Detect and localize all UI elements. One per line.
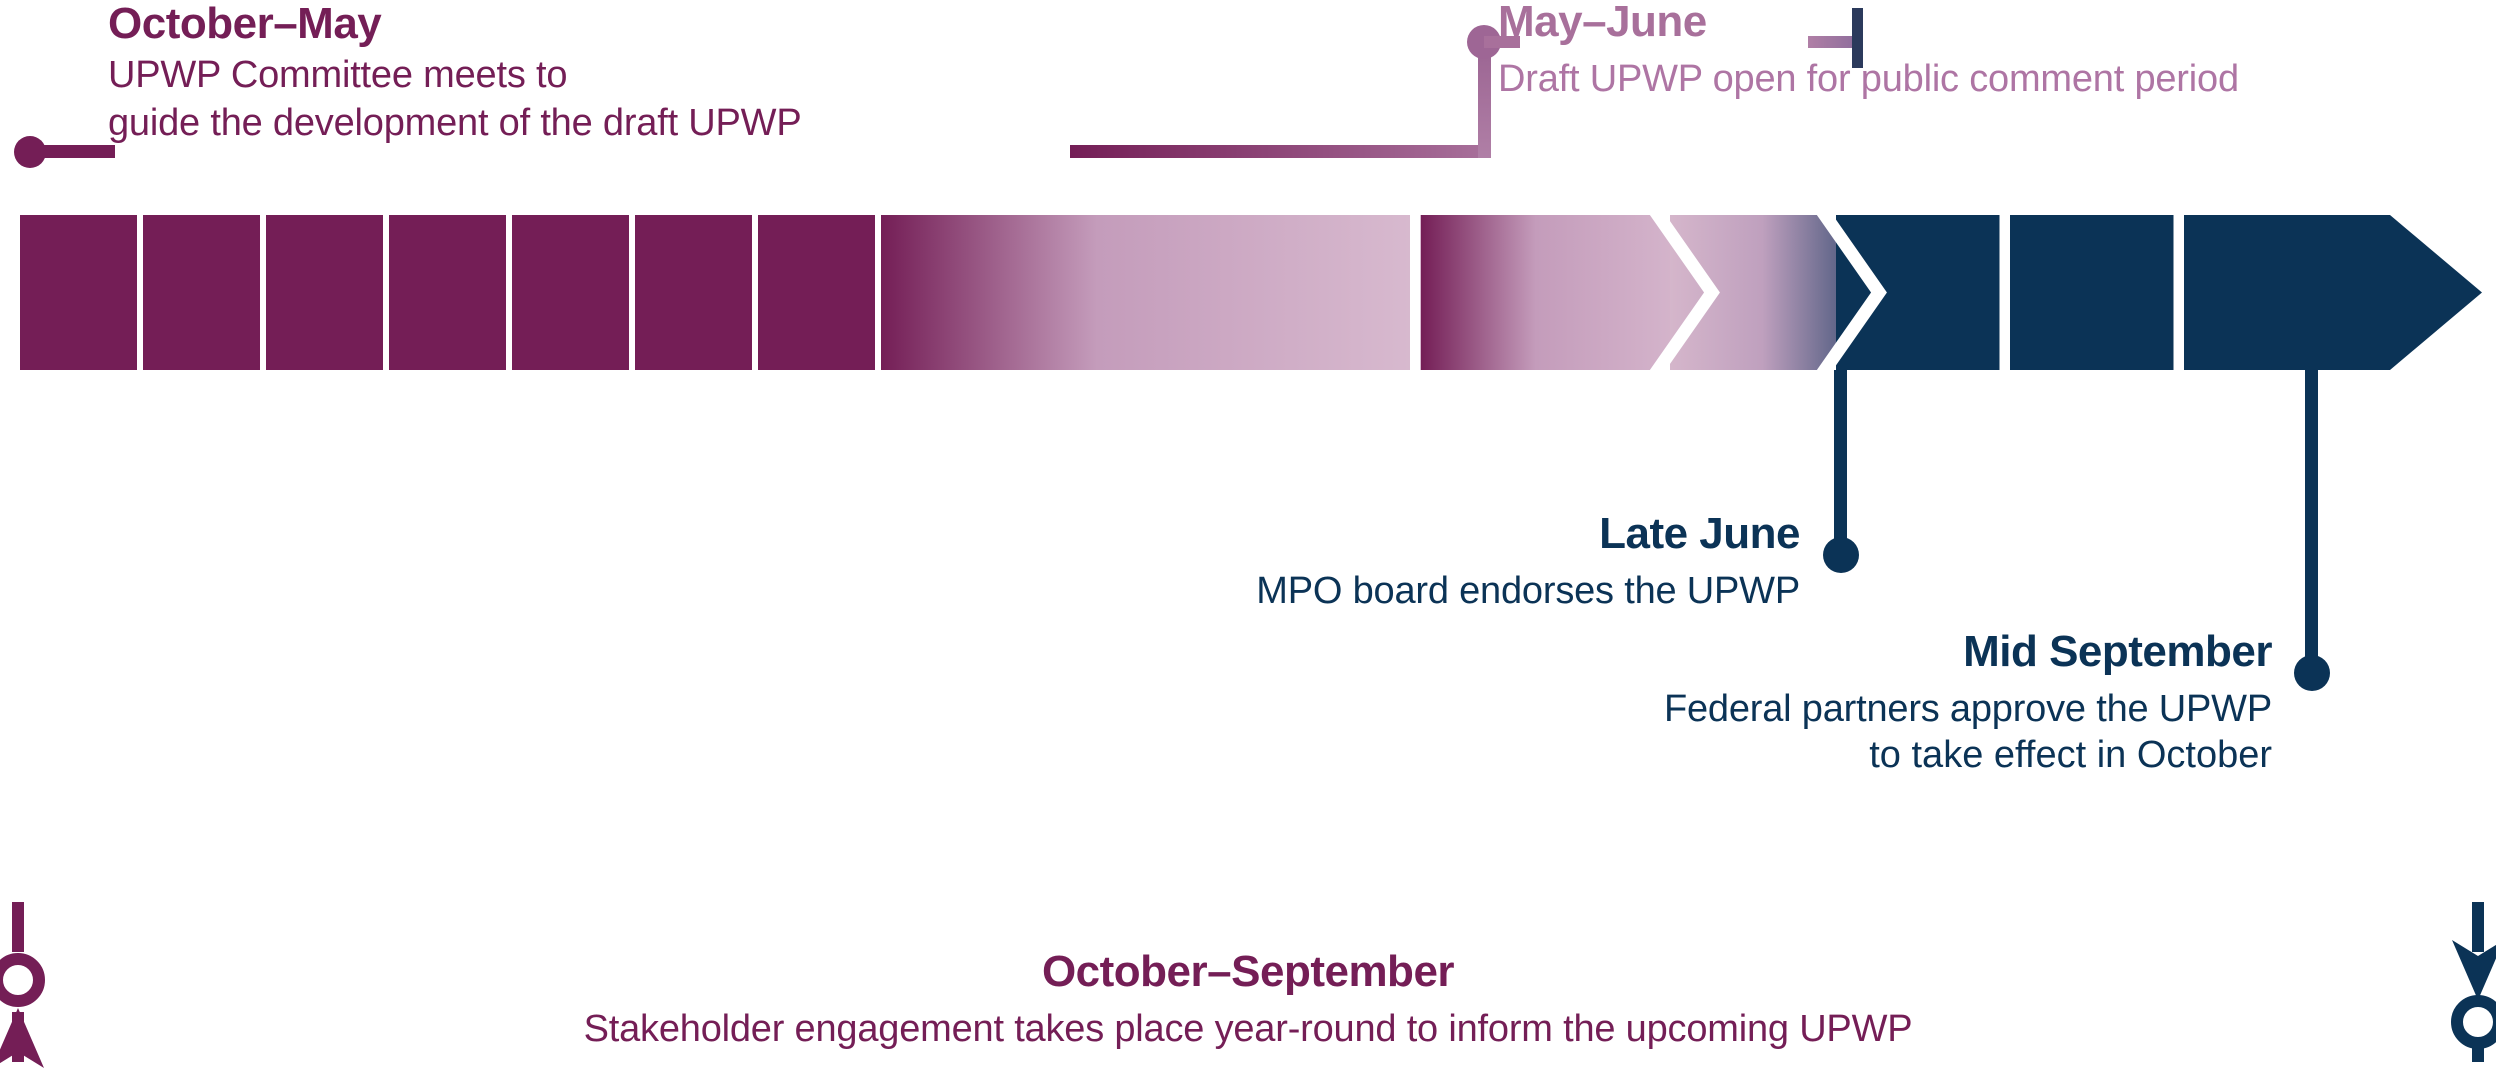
bar-segment-navy-1 [1836, 215, 2004, 370]
october-may-long-line [1070, 145, 1490, 158]
late-june-connector [1823, 370, 1859, 573]
bar-segment-4 [389, 215, 506, 370]
mid-september-connector [2294, 370, 2330, 691]
callout-october-september-body-line1: Stakeholder engagement takes place year-… [583, 1008, 1913, 1050]
mid-september-stem [2305, 370, 2318, 660]
callout-late-june-heading: Late June [1599, 509, 1800, 558]
callout-october-may-body-line2: guide the development of the draft UPWP [108, 102, 802, 144]
october-may-connector [14, 42, 1491, 168]
chevron-divider-1 [1649, 207, 1720, 378]
bar-segment-gradient-a [1421, 215, 1708, 370]
mid-september-dot [2294, 655, 2330, 691]
callout-mid-september-heading: Mid September [1963, 627, 2272, 676]
may-june-connector [1467, 8, 1863, 68]
may-june-end-tick [1852, 8, 1863, 68]
callout-may-june: May–June Draft UPWP open for public comm… [1498, 0, 2239, 98]
callout-late-june: Late June MPO board endorses the UPWP [0, 509, 1800, 612]
bar-segment-navy-2 [2010, 215, 2178, 370]
may-june-left-stub [1484, 36, 1520, 48]
chevron-divider-2 [1816, 207, 1887, 378]
callout-mid-september-body-line2: to take effect in October [1869, 734, 2272, 776]
callout-mid-september: Mid September Federal partners approve t… [0, 627, 2273, 776]
october-may-riser [1478, 42, 1491, 158]
callout-october-may: October–May UPWP Committee meets to guid… [108, 0, 802, 144]
late-june-dot [1823, 537, 1859, 573]
callout-may-june-heading: May–June [1498, 0, 1707, 46]
bar-gradient-band-a [881, 215, 1421, 370]
loop-left-circle [0, 953, 45, 1007]
bar-segment-6 [635, 215, 752, 370]
callout-october-september-heading: October–September [1041, 947, 1455, 996]
callout-late-june-body-line1: MPO board endorses the UPWP [1256, 570, 1800, 612]
bar-segment-3 [266, 215, 383, 370]
timeline-bar [20, 207, 2482, 378]
loop-left-arrowhead [0, 1008, 44, 1068]
callout-mid-september-body-line1: Federal partners approve the UPWP [1663, 688, 2272, 730]
bar-segment-2 [143, 215, 260, 370]
callout-october-may-body-line1: UPWP Committee meets to [108, 54, 568, 96]
bar-segment-1 [20, 215, 137, 370]
bar-segment-5 [512, 215, 629, 370]
october-may-stub-line [30, 145, 115, 158]
bar-segment-gradient-b [1670, 215, 1875, 370]
late-june-stem [1834, 370, 1847, 542]
callout-october-may-heading: October–May [108, 0, 382, 48]
may-june-right-stub [1808, 36, 1856, 48]
callout-may-june-body-line1: Draft UPWP open for public comment perio… [1498, 58, 2239, 100]
loop-right-arrowhead [2452, 940, 2496, 1000]
callout-october-september: October–September Stakeholder engagement… [0, 947, 2496, 1050]
bar-segment-arrowhead [2184, 215, 2482, 370]
loop-right-circle [2451, 995, 2496, 1049]
stakeholder-loop [0, 896, 2496, 1068]
bar-segment-7 [758, 215, 875, 370]
